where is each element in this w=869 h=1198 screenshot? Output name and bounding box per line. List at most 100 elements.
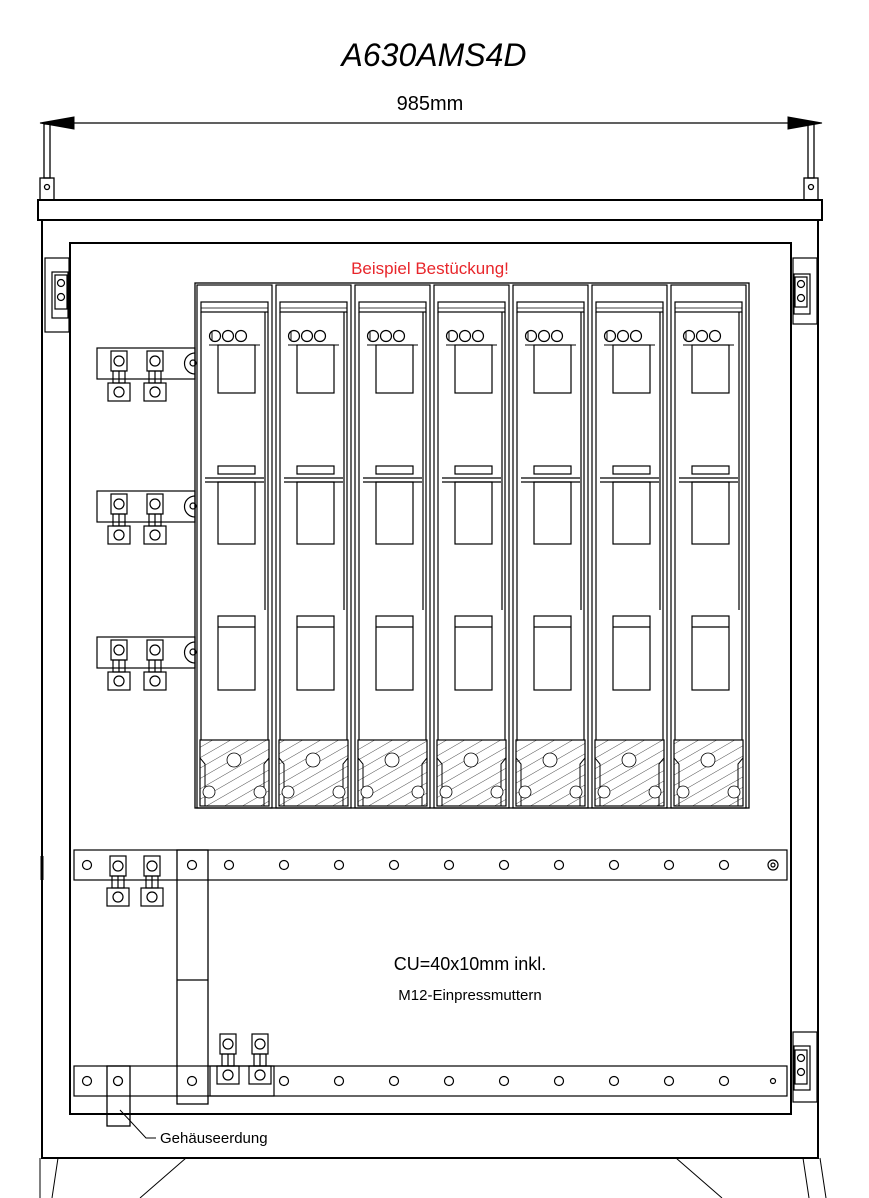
fuse-holder-lower (454, 615, 493, 691)
busbar-hole-icon (443, 1075, 455, 1087)
fuse-holder-lower (217, 615, 256, 691)
busbar-hole-icon (553, 1075, 565, 1087)
busbar-hole-icon (663, 1075, 675, 1087)
phase-bar (96, 636, 196, 669)
lug-bolt-icon (113, 355, 125, 367)
fuse-strip-cap (279, 301, 348, 313)
phase-bar (96, 490, 196, 523)
terminal-screw-icon (490, 785, 504, 799)
fuse-holder-upper (375, 344, 414, 394)
fuse-strip-body (670, 284, 747, 809)
fuse-strip-cap (437, 301, 506, 313)
cable-lug (140, 855, 164, 907)
fuse-panel-frame (194, 282, 750, 809)
cable-lug (143, 493, 167, 545)
terminal-screw-icon (332, 785, 346, 799)
terminal-screw-icon (226, 752, 242, 768)
busbar-hole-icon (498, 1075, 510, 1087)
busbar-hole-icon (498, 859, 510, 871)
fuse-holder-upper (296, 344, 335, 394)
busbar-nut-note: M12-Einpressmuttern (398, 987, 541, 1004)
lug-bolt-icon (149, 675, 161, 687)
drawing-title: A630AMS4D (340, 37, 527, 73)
fuse-indicator-icon (629, 329, 643, 343)
lug-bolt-icon (149, 355, 161, 367)
fuse-holder-middle (375, 481, 414, 545)
fuse-holder-upper (691, 344, 730, 394)
fuse-strip-5 (512, 284, 589, 809)
fuse-holder-middle (691, 481, 730, 545)
fuse-strip-1 (196, 284, 273, 809)
fuse-holder-lower (612, 615, 651, 691)
fuse-indicator-icon (379, 329, 393, 343)
terminal-screw-icon (727, 785, 741, 799)
fuse-strip-cap (674, 301, 743, 313)
fuse-indicator-icon (234, 329, 248, 343)
vertical-link-bar (176, 849, 209, 1105)
terminal-block (673, 739, 744, 807)
busbar-hole-icon (388, 859, 400, 871)
busbar-hole-icon (278, 859, 290, 871)
fuse-holder-upper (533, 344, 572, 394)
fuse-strip-body (512, 284, 589, 809)
lug-bolt-icon (112, 860, 124, 872)
busbar-hole-icon (443, 859, 455, 871)
lug-bolt-icon (222, 1038, 234, 1050)
fuse-strip-cap (358, 301, 427, 313)
busbar-hole-icon (333, 859, 345, 871)
phase-bar (96, 347, 196, 380)
hinge-top-left (44, 257, 70, 333)
fuse-holder-upper (612, 344, 651, 394)
terminal-screw-icon (700, 752, 716, 768)
cable-lug (107, 493, 131, 545)
terminal-block (436, 739, 507, 807)
fuse-holder-middle (454, 481, 493, 545)
fuse-strip-body (433, 284, 510, 809)
terminal-screw-icon (542, 752, 558, 768)
width-dimension-label: 985mm (397, 93, 464, 115)
lug-bolt-icon (113, 529, 125, 541)
terminal-screw-icon (384, 752, 400, 768)
width-dimension-line (39, 116, 823, 130)
fuse-strip-3 (354, 284, 431, 809)
housing-ground-label: Gehäuseerdung (160, 1130, 268, 1147)
fuse-indicator-icon (471, 329, 485, 343)
horizontal-busbars (73, 849, 788, 1097)
lug-bolt-icon (146, 860, 158, 872)
lug-bolt-icon (222, 1069, 234, 1081)
fuse-holder-middle (217, 481, 256, 545)
fuse-holder-lower (375, 615, 414, 691)
terminal-block (357, 739, 428, 807)
busbar-hole-icon (81, 1075, 93, 1087)
terminal-block (515, 739, 586, 807)
terminal-screw-icon (597, 785, 611, 799)
fuse-indicator-icon (366, 329, 380, 343)
terminal-block (278, 739, 349, 807)
cable-lug (143, 350, 167, 402)
fuse-holder-lower (691, 615, 730, 691)
cable-lug (248, 1033, 272, 1085)
busbar (73, 849, 788, 881)
fuse-indicator-icon (616, 329, 630, 343)
phase-busbars (96, 347, 197, 691)
busbar-hole-icon (769, 1077, 777, 1085)
terminal-screw-icon (360, 785, 374, 799)
fuse-holder-lower (296, 615, 335, 691)
cabinet-body (39, 219, 827, 1198)
fuse-indicator-icon (221, 329, 235, 343)
fuse-indicator-icon (287, 329, 301, 343)
busbar-hole-icon (81, 859, 93, 871)
hinge-bottom-right (792, 1031, 818, 1103)
busbar-size-note: CU=40x10mm inkl. (394, 954, 547, 974)
terminal-screw-icon (648, 785, 662, 799)
fuse-holder-middle (296, 481, 335, 545)
fuse-indicator-icon (458, 329, 472, 343)
busbar-hole-icon (718, 1075, 730, 1087)
lug-bolt-icon (113, 644, 125, 656)
busbar-hole-icon (608, 1075, 620, 1087)
busbar-hole-icon (718, 859, 730, 871)
lug-bolt-icon (149, 529, 161, 541)
terminal-screw-icon (305, 752, 321, 768)
hinge-top-right (792, 257, 818, 325)
lug-bolt-icon (254, 1038, 266, 1050)
